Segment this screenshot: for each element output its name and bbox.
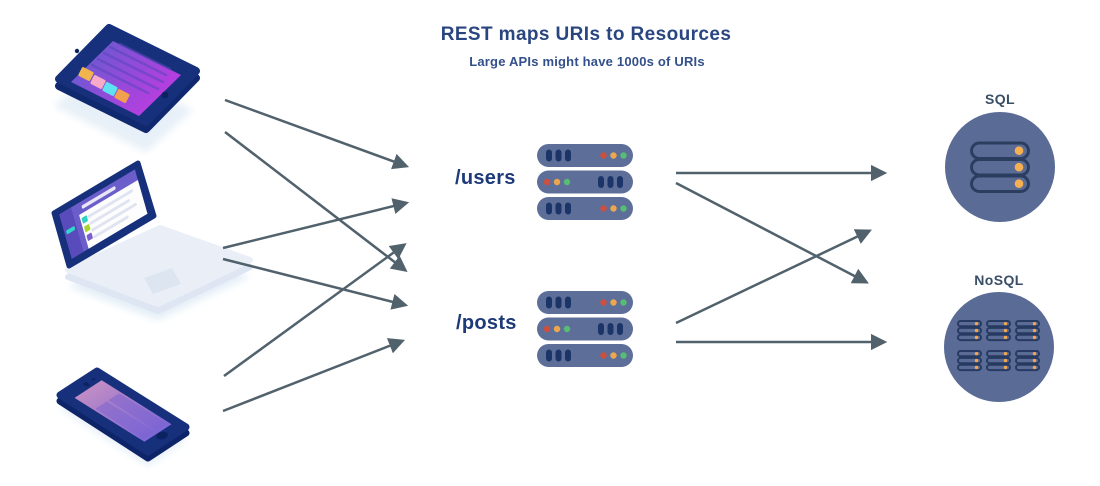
route-label-posts: /posts <box>456 312 517 334</box>
sql-database-icon <box>945 112 1055 222</box>
phone-screen <box>74 378 172 442</box>
db-label-nosql: NoSQL <box>974 272 1024 288</box>
phone-icon <box>56 367 190 466</box>
db-label-sql: SQL <box>985 91 1015 107</box>
arrow-laptop-to-posts <box>222 257 409 310</box>
device-route-arrows <box>222 98 410 413</box>
tablet-screen-tiles <box>78 67 130 103</box>
posts-server-icon <box>537 291 633 367</box>
users-server-icon <box>537 144 633 220</box>
tablet-screen-lines <box>90 42 172 95</box>
route-label-users: /users <box>455 167 516 189</box>
diagram-title: REST maps URIs to Resources <box>440 24 732 45</box>
nosql-cluster-icon <box>944 292 1054 402</box>
arrow-users-to-nosql <box>675 181 869 284</box>
arrow-tablet-to-users <box>224 98 410 170</box>
laptop-icon <box>51 160 253 320</box>
arrow-phone-to-posts <box>222 338 406 413</box>
tablet-home-button <box>161 91 169 99</box>
laptop-trackpad <box>144 268 181 294</box>
arrow-posts-to-sql <box>675 229 872 325</box>
phone-home-button <box>156 431 168 440</box>
phone-camera-dot <box>91 378 96 381</box>
laptop-sidebar-accent <box>66 226 76 234</box>
arrow-laptop-to-users <box>222 198 410 250</box>
phone-speaker <box>83 382 90 387</box>
tablet-icon <box>54 24 200 152</box>
laptop-screen <box>59 169 148 259</box>
tablet-camera-dot <box>74 48 80 54</box>
diagram-subtitle: Large APIs might have 1000s of URIs <box>469 54 705 69</box>
arrow-tablet-to-posts <box>224 131 408 272</box>
arrow-phone-to-users <box>223 243 407 378</box>
route-db-arrows <box>675 164 888 351</box>
